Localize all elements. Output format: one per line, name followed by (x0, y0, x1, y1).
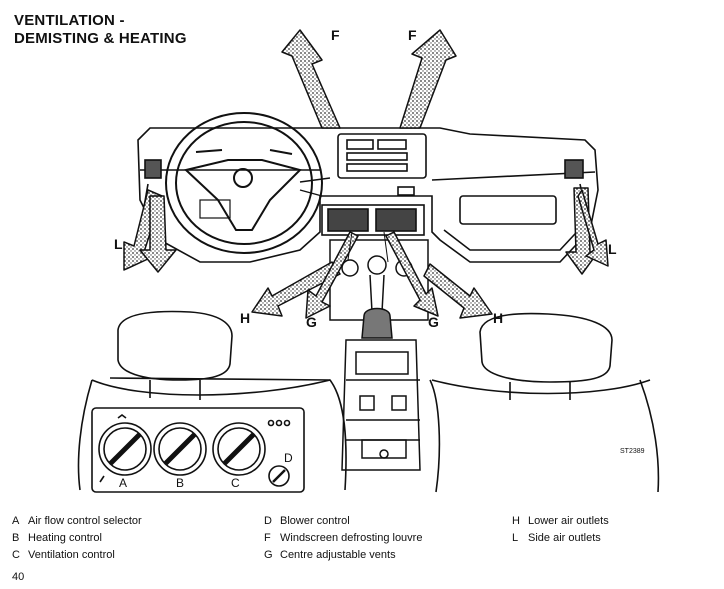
callout-h-right: H (493, 310, 503, 326)
callout-l-left: L (114, 236, 123, 252)
arrows-l (123, 187, 609, 275)
control-knob-a (98, 422, 152, 476)
arrows-h (251, 261, 493, 319)
arrows-g (305, 231, 439, 319)
steering-wheel (165, 112, 331, 254)
control-knob-c (212, 422, 266, 476)
right-seat (429, 312, 660, 493)
callout-l-right: L (608, 241, 617, 257)
callout-leaders (347, 231, 389, 263)
control-label-d: D (284, 451, 293, 465)
page-number: 40 (12, 571, 25, 583)
page-title: VENTILATION - DEMISTING & HEATING (14, 12, 187, 48)
control-knob-b (153, 422, 207, 476)
callout-f-right: F (408, 27, 417, 43)
arrows-f (281, 29, 457, 129)
heater-control-panel (91, 407, 305, 493)
figure-code: ST2389 (620, 448, 645, 455)
ventilation-diagram: F F L L H H G G A B C D ST2389 (77, 27, 660, 493)
center-console (329, 239, 429, 471)
control-label-a: A (119, 476, 127, 490)
title-line-1: VENTILATION - (14, 12, 125, 29)
callout-g-right: G (428, 314, 439, 330)
dashboard (137, 127, 599, 263)
blower-knob-d (268, 465, 290, 487)
control-label-c: C (231, 476, 240, 490)
callout-f-left: F (331, 27, 340, 43)
left-seat (77, 310, 347, 491)
callout-h-left: H (240, 310, 250, 326)
callout-g-left: G (306, 314, 317, 330)
control-label-b: B (176, 476, 184, 490)
title-line-2: DEMISTING & HEATING (14, 30, 187, 47)
